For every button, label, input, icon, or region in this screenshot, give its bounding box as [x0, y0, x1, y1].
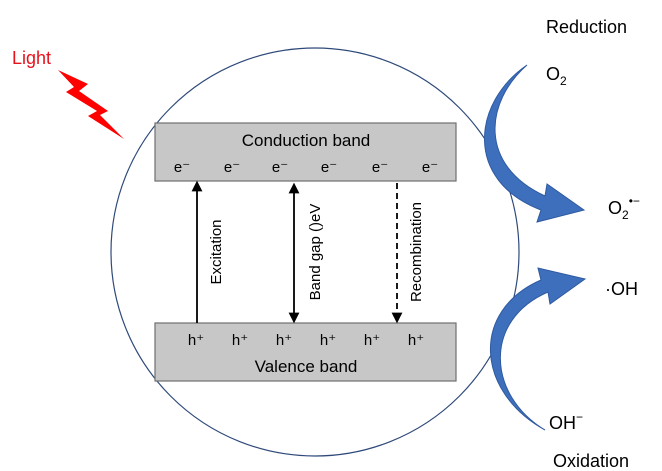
electron: e⁻	[321, 159, 337, 176]
electron: e⁻	[174, 159, 190, 176]
superoxide-product: O2•−	[608, 194, 640, 222]
hole: h⁺	[276, 332, 292, 349]
hole: h⁺	[188, 332, 204, 349]
hydroxyl-radical-product: ·OH	[605, 279, 638, 299]
electron: e⁻	[224, 159, 240, 176]
valence-band-label: Valence band	[255, 357, 358, 376]
lightning-bolt-icon	[58, 70, 124, 139]
light-label: Light	[12, 48, 51, 68]
reduction-title: Reduction	[546, 17, 627, 37]
oxidation-curve-arrow	[490, 267, 587, 431]
conduction-band-box	[154, 122, 457, 182]
electron-row: e⁻ e⁻ e⁻ e⁻ e⁻ e⁻	[174, 159, 438, 176]
conduction-band-label: Conduction band	[242, 131, 371, 150]
band-gap-label: Band gap ()eV	[307, 204, 324, 301]
excitation-label: Excitation	[208, 219, 225, 284]
hole: h⁺	[320, 332, 336, 349]
hole: h⁺	[232, 332, 248, 349]
recombination-label: Recombination	[408, 202, 425, 302]
o2-reactant: O2	[546, 64, 567, 88]
hole-row: h⁺ h⁺ h⁺ h⁺ h⁺ h⁺	[188, 332, 424, 349]
electron: e⁻	[422, 159, 438, 176]
electron: e⁻	[272, 159, 288, 176]
particle-circle	[110, 47, 520, 457]
valence-band-box	[154, 322, 457, 382]
reduction-curve-arrow	[484, 64, 586, 223]
hole: h⁺	[364, 332, 380, 349]
hole: h⁺	[408, 332, 424, 349]
hydroxide-reactant: OH−	[549, 410, 583, 433]
oxidation-title: Oxidation	[553, 451, 629, 471]
electron: e⁻	[372, 159, 388, 176]
